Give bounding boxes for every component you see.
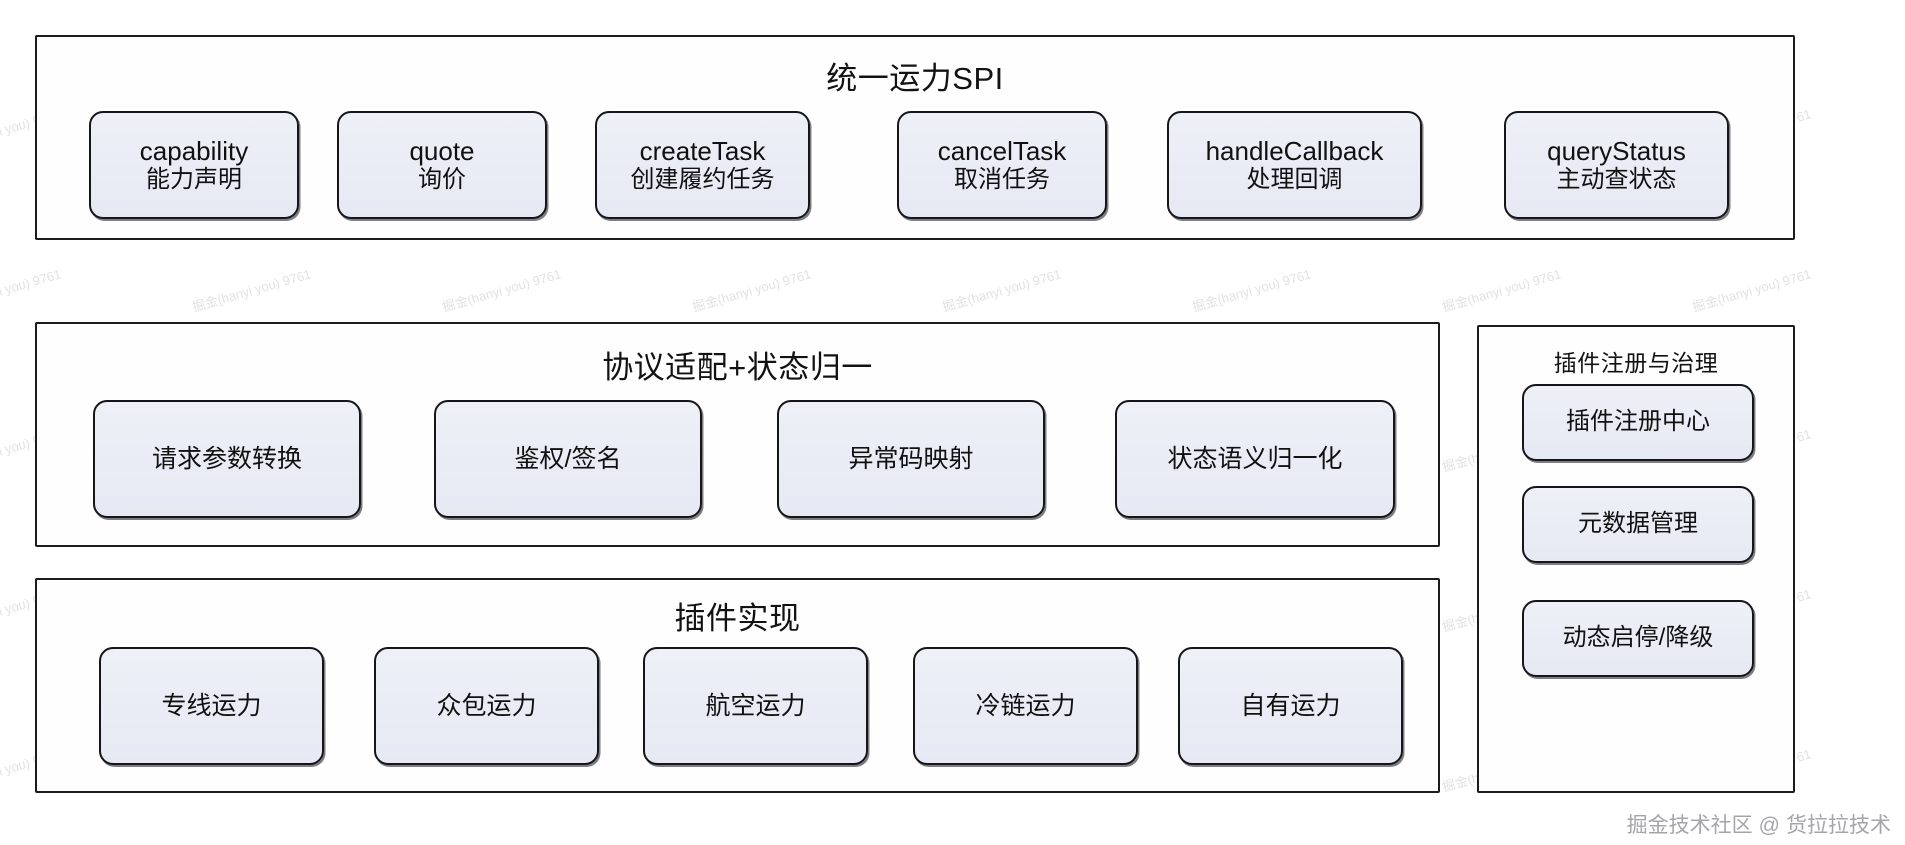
watermark-text: 掘金(hanyi you) 9761 <box>690 266 813 315</box>
corner-watermark: 掘金技术社区@ 货拉拉技术 <box>1627 809 1891 839</box>
watermark-text: 掘金(hanyi you) 9761 <box>1190 266 1313 315</box>
node-label-cn: 冷链运力 <box>975 692 1076 720</box>
node-status-semantic-unification[interactable]: 状态语义归一化 <box>1115 400 1395 518</box>
node-auth-signature[interactable]: 鉴权/签名 <box>434 400 702 518</box>
node-label-cn: 航空运力 <box>705 692 806 720</box>
node-quote[interactable]: quote 询价 <box>337 111 547 219</box>
watermark-text: 掘金(hanyi you) 9761 <box>440 266 563 315</box>
node-label-cn: 创建履约任务 <box>630 165 775 193</box>
node-crowdsourced-capacity[interactable]: 众包运力 <box>374 647 599 765</box>
watermark-community: 掘金技术社区 <box>1626 814 1753 837</box>
node-label-cn: 取消任务 <box>954 165 1050 193</box>
node-label-cn: 处理回调 <box>1246 165 1343 193</box>
section-protocol-adapter: 协议适配+状态归一 请求参数转换 鉴权/签名 异常码映射 状态语义归一化 <box>35 322 1440 547</box>
node-air-capacity[interactable]: 航空运力 <box>643 647 868 765</box>
node-label-cn: 询价 <box>418 165 466 193</box>
node-label-cn: 异常码映射 <box>848 445 974 473</box>
node-label-cn: 请求参数转换 <box>151 445 302 473</box>
node-error-code-mapping[interactable]: 异常码映射 <box>777 400 1045 518</box>
node-request-param-transform[interactable]: 请求参数转换 <box>93 400 361 518</box>
node-label-cn: 专线运力 <box>161 692 262 720</box>
node-plugin-registry-center[interactable]: 插件注册中心 <box>1522 384 1754 461</box>
node-create-task[interactable]: createTask 创建履约任务 <box>595 111 810 219</box>
watermark-at-symbol: @ <box>1758 814 1780 837</box>
node-owned-capacity[interactable]: 自有运力 <box>1178 647 1403 765</box>
node-label-cn: 能力声明 <box>146 165 242 193</box>
node-label-cn: 状态语义归一化 <box>1167 445 1343 473</box>
node-label-cn: 鉴权/签名 <box>514 445 622 473</box>
section-title-spi: 统一运力SPI <box>826 61 1004 96</box>
node-cancel-task[interactable]: cancelTask 取消任务 <box>897 111 1107 219</box>
node-query-status[interactable]: queryStatus 主动查状态 <box>1504 111 1729 219</box>
node-capability[interactable]: capability 能力声明 <box>89 111 299 219</box>
node-cold-chain-capacity[interactable]: 冷链运力 <box>913 647 1138 765</box>
watermark-org: 货拉拉技术 <box>1786 814 1891 837</box>
node-dynamic-start-stop-degrade[interactable]: 动态启停/降级 <box>1522 600 1754 677</box>
node-handle-callback[interactable]: handleCallback 处理回调 <box>1167 111 1422 219</box>
section-unified-capacity-spi: 统一运力SPI capability 能力声明 quote 询价 createT… <box>35 35 1795 240</box>
node-label-cn: 元数据管理 <box>1578 510 1698 538</box>
watermark-text: 掘金(hanyi you) 9761 <box>1690 266 1813 315</box>
node-label-en: capability <box>139 135 249 166</box>
node-label-cn: 动态启停/降级 <box>1562 624 1714 652</box>
watermark-text: 掘金(hanyi you) 9761 <box>1440 266 1563 315</box>
section-plugin-implementation: 插件实现 专线运力 众包运力 航空运力 冷链运力 自有运力 <box>35 578 1440 793</box>
section-title-governance: 插件注册与治理 <box>1553 350 1719 376</box>
section-title-plugin-impl: 插件实现 <box>674 601 801 636</box>
node-metadata-management[interactable]: 元数据管理 <box>1522 486 1754 563</box>
node-label-cn: 众包运力 <box>436 692 537 720</box>
node-label-cn: 自有运力 <box>1240 692 1341 720</box>
node-label-cn: 插件注册中心 <box>1566 408 1710 436</box>
node-label-en: handleCallback <box>1205 135 1384 166</box>
section-title-adapter: 协议适配+状态归一 <box>602 350 873 385</box>
node-label-en: createTask <box>639 135 766 166</box>
node-label-en: queryStatus <box>1547 135 1686 166</box>
node-label-en: quote <box>409 135 475 166</box>
watermark-text: 掘金(hanyi you) 9761 <box>0 266 63 315</box>
node-dedicated-line-capacity[interactable]: 专线运力 <box>99 647 324 765</box>
section-plugin-registry-governance: 插件注册与治理 插件注册中心 元数据管理 动态启停/降级 <box>1477 325 1795 793</box>
node-label-en: cancelTask <box>937 135 1067 166</box>
watermark-text: 掘金(hanyi you) 9761 <box>940 266 1063 315</box>
watermark-text: 掘金(hanyi you) 9761 <box>190 266 313 315</box>
node-label-cn: 主动查状态 <box>1556 165 1677 193</box>
